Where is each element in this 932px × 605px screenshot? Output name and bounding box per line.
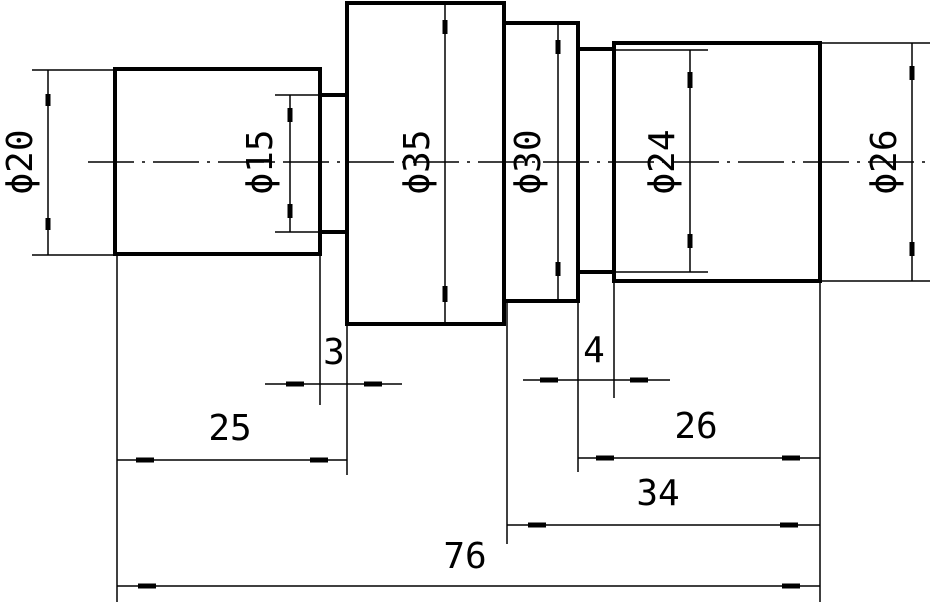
length-labels: 3 4 25 26 34 76 [208, 330, 717, 577]
segment-phi26 [612, 41, 822, 283]
length-dimensions [116, 232, 821, 602]
label-len-4: 4 [583, 330, 605, 371]
label-dia-24: ϕ24 [642, 129, 683, 194]
segment-phi20 [113, 67, 322, 256]
label-dia-35: ϕ35 [397, 129, 438, 194]
label-len-26: 26 [674, 406, 717, 447]
label-dia-20: ϕ20 [0, 129, 41, 194]
diameter-dimensions [32, 5, 930, 322]
label-len-34: 34 [636, 473, 679, 514]
shaft-outline [113, 1, 822, 326]
label-len-3: 3 [323, 332, 345, 373]
label-dia-26: ϕ26 [864, 129, 905, 194]
label-dia-30: ϕ30 [508, 129, 549, 194]
segment-phi30 [502, 21, 580, 303]
label-dia-15: ϕ15 [240, 129, 281, 194]
label-len-25: 25 [208, 408, 251, 449]
diameter-labels: ϕ20 ϕ15 ϕ35 ϕ30 ϕ24 ϕ26 [0, 129, 905, 194]
label-len-76: 76 [443, 536, 486, 577]
